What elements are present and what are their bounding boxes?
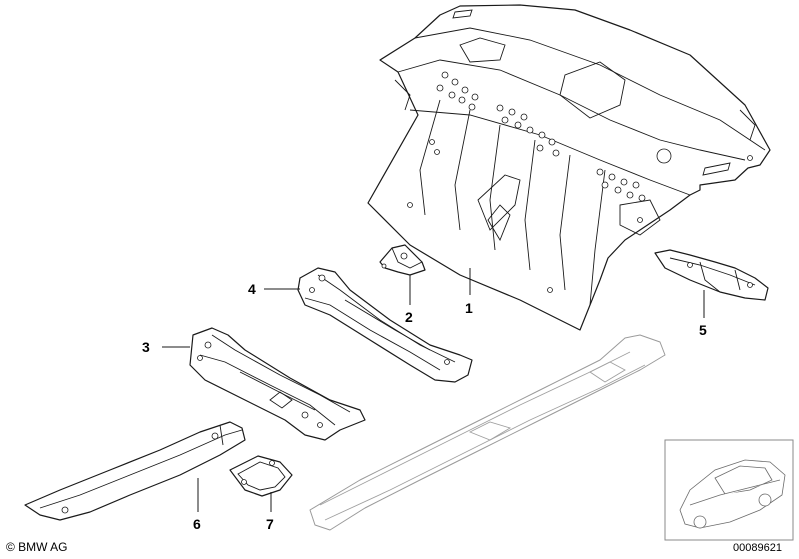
callout-3: 3 bbox=[142, 339, 150, 355]
callout-6: 6 bbox=[193, 516, 201, 532]
copyright-notice: © BMW AG bbox=[6, 540, 68, 554]
part-6-side-strip[interactable] bbox=[24, 421, 246, 521]
sill-outline-background bbox=[309, 334, 666, 531]
callout-1: 1 bbox=[465, 300, 473, 316]
part-3-longitudinal-member[interactable] bbox=[189, 327, 366, 441]
callout-7: 7 bbox=[266, 516, 274, 532]
callout-5: 5 bbox=[699, 322, 707, 338]
callout-4: 4 bbox=[248, 281, 256, 297]
document-number: 00089621 bbox=[733, 542, 782, 554]
car-location-thumbnail bbox=[664, 439, 794, 541]
part-5-bracket[interactable] bbox=[654, 249, 769, 301]
part-2-bracket[interactable] bbox=[379, 244, 426, 276]
callout-2: 2 bbox=[405, 309, 413, 325]
part-7-plate[interactable] bbox=[229, 455, 293, 497]
part-4-longitudinal-member[interactable] bbox=[297, 267, 473, 383]
part-1-rear-panel[interactable] bbox=[367, 4, 771, 331]
